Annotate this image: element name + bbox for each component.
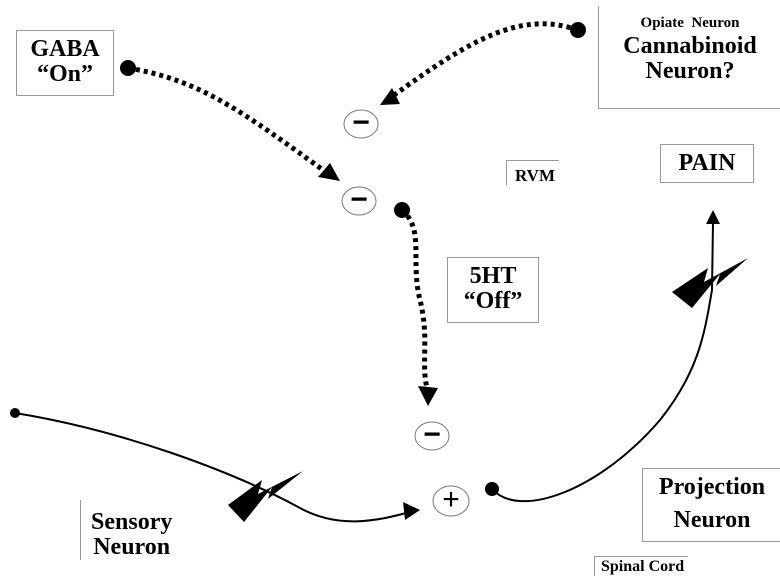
fiveht-label-line2: “Off” xyxy=(463,288,523,315)
fiveht-label-line1: 5HT xyxy=(469,263,517,289)
rvm-label: RVM xyxy=(506,160,560,185)
gaba-dotted-axon xyxy=(127,65,332,178)
gaba-soma xyxy=(120,60,136,76)
opiate-label: Opiate Neuron xyxy=(640,15,740,31)
inhibit-sign-low: − xyxy=(423,418,441,451)
fiveht-soma xyxy=(394,202,410,218)
cannabinoid-label-line1: Cannabinoid xyxy=(623,32,757,59)
sensory-neuron-label: Sensory Neuron xyxy=(80,500,173,561)
opiate-soma xyxy=(570,22,586,38)
excite-ellipse xyxy=(432,485,470,517)
gaba-arrowhead xyxy=(318,163,340,181)
sensory-terminal-start xyxy=(10,408,20,418)
projection-axon xyxy=(491,289,713,503)
inhibit-sign-top: − xyxy=(352,106,370,139)
projection-label-line1: Projection xyxy=(658,474,766,500)
fiveht-dotted-axon xyxy=(400,208,431,393)
sensory-axon xyxy=(14,412,411,523)
gaba-label-line1: GABA xyxy=(30,36,100,62)
cannabinoid-label-line2: Neuron? xyxy=(645,57,735,84)
opiate-dotted-axon xyxy=(388,21,579,101)
sensory-label-line1: Sensory xyxy=(91,509,173,535)
spinal-cord-label: Spinal Cord xyxy=(594,556,689,576)
sensory-lightning-icon xyxy=(228,471,303,522)
fiveht-off-label: 5HT “Off” xyxy=(447,257,539,324)
opiate-arrowhead xyxy=(380,88,400,105)
opiate-cannabinoid-label: Opiate Neuron Cannabinoid Neuron? xyxy=(598,6,780,109)
inhibit-ellipse-low xyxy=(414,421,450,451)
projection-neuron-label: Projection Neuron xyxy=(642,468,780,543)
projection-label-line2: Neuron xyxy=(673,507,751,534)
excite-sign: + xyxy=(442,483,460,516)
inhibit-ellipse-mid xyxy=(341,186,377,216)
gaba-on-label: GABA “On” xyxy=(16,30,114,97)
sensory-arrowhead xyxy=(403,502,420,520)
pain-label: PAIN xyxy=(660,144,754,184)
pain-arrowhead xyxy=(706,210,720,224)
inhibit-sign-mid: − xyxy=(350,183,368,216)
projection-lightning-icon xyxy=(672,258,748,308)
inhibit-ellipse-top xyxy=(343,109,379,139)
gaba-label-line2: “On” xyxy=(36,61,93,88)
sensory-label-line2: Neuron xyxy=(93,534,171,561)
fiveht-arrowhead xyxy=(418,386,438,406)
